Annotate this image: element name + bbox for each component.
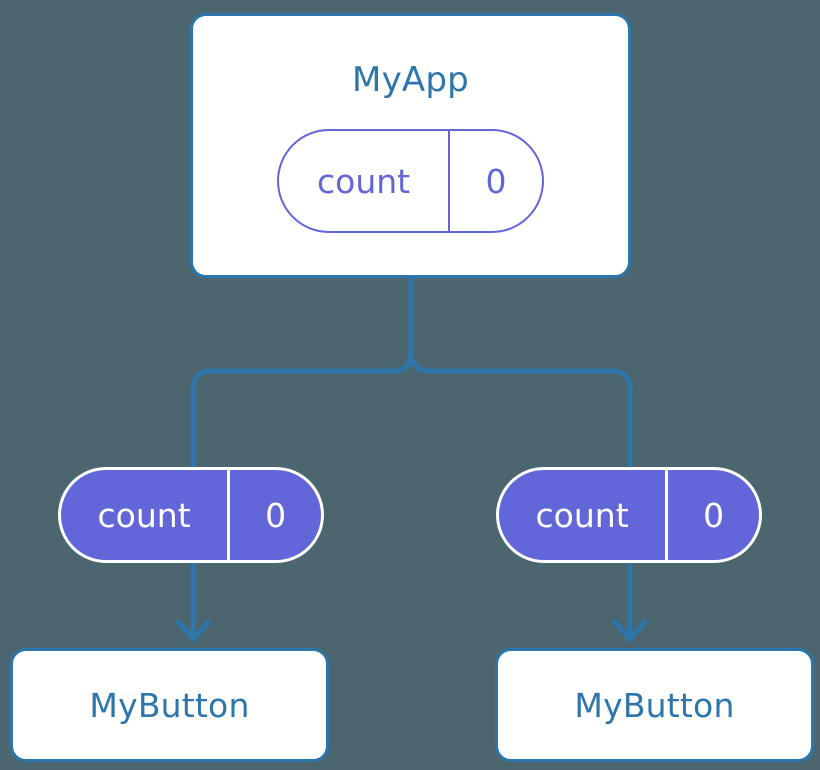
branch-connector-right: [408, 349, 633, 470]
state-pill-myapp-value: 0: [448, 131, 542, 231]
state-pill-right-key: count: [535, 495, 629, 535]
component-title-mybutton-left: MyButton: [89, 685, 250, 725]
component-title-mybutton-right: MyButton: [574, 685, 735, 725]
component-title-myapp: MyApp: [352, 60, 469, 100]
state-pill-left-value: 0: [227, 470, 321, 560]
state-pill-left-key: count: [97, 495, 191, 535]
arrow-head-left: [175, 619, 211, 642]
component-box-mybutton-left[interactable]: MyButton: [10, 648, 329, 762]
arrow-head-right: [612, 619, 648, 642]
state-pill-myapp[interactable]: count 0: [277, 129, 544, 233]
state-pill-left[interactable]: count 0: [58, 467, 324, 563]
component-box-mybutton-right[interactable]: MyButton: [495, 648, 814, 762]
component-box-myapp[interactable]: MyApp: [190, 13, 631, 278]
branch-connector-left: [190, 349, 414, 470]
state-pill-right[interactable]: count 0: [496, 467, 762, 563]
state-pill-right-value: 0: [665, 470, 759, 560]
state-pill-myapp-key: count: [317, 161, 411, 201]
